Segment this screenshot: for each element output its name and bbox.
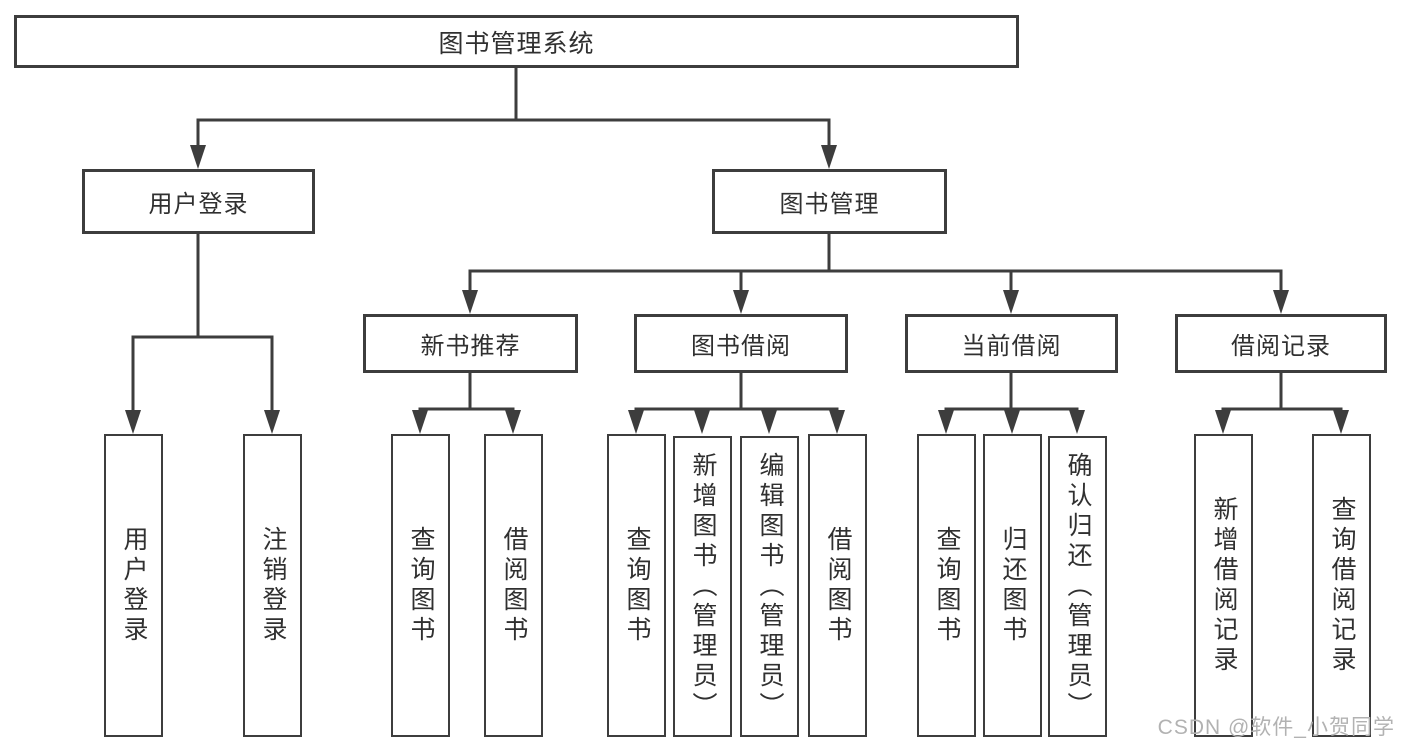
arrowhead-icon [694, 410, 710, 434]
arrowhead-icon [1004, 410, 1020, 434]
node-current-borrow-label: 当前借阅 [961, 333, 1062, 360]
leaf-label: 查询图书 [623, 525, 651, 646]
node-user-login-label: 用户登录 [148, 191, 249, 218]
arrowhead-icon [125, 410, 141, 434]
leaf-new-books-query: 查询图书 [391, 434, 450, 737]
leaf-records-add: 新增借阅记录 [1194, 434, 1253, 737]
arrowhead-icon [412, 410, 428, 434]
node-borrow-records-label: 借阅记录 [1231, 333, 1331, 360]
arrowhead-icon [1215, 410, 1231, 434]
node-current-borrow: 当前借阅 [905, 314, 1118, 373]
leaf-label: 新增借阅记录 [1210, 495, 1238, 676]
leaf-logout: 注销登录 [243, 434, 302, 737]
connector-new-books-children [412, 371, 521, 434]
leaf-user-login: 用户登录 [104, 434, 163, 737]
leaf-label: 新增图书（管理员） [689, 451, 717, 722]
leaf-label: 归还图书 [999, 525, 1027, 646]
arrowhead-icon [829, 410, 845, 434]
leaf-label: 查询借阅记录 [1328, 495, 1356, 676]
leaf-label: 查询图书 [407, 525, 435, 646]
leaf-current-return: 归还图书 [983, 434, 1042, 737]
arrowhead-icon [264, 410, 280, 434]
node-book-mgmt-label: 图书管理 [779, 191, 880, 218]
arrowhead-icon [1069, 410, 1085, 434]
leaf-borrow-edit: 编辑图书（管理员） [740, 436, 799, 737]
leaf-new-books-borrow: 借阅图书 [484, 434, 543, 737]
node-book-borrow-label: 图书借阅 [691, 333, 791, 360]
arrowhead-icon [505, 410, 521, 434]
leaf-label: 借阅图书 [500, 525, 528, 646]
leaf-records-query: 查询借阅记录 [1312, 434, 1371, 737]
arrowhead-icon [190, 145, 206, 169]
leaf-label: 注销登录 [259, 525, 287, 646]
leaf-borrow-query: 查询图书 [607, 434, 666, 737]
node-borrow-records: 借阅记录 [1175, 314, 1387, 373]
arrowhead-icon [733, 290, 749, 314]
leaf-borrow-add: 新增图书（管理员） [673, 436, 732, 737]
leaf-label: 用户登录 [120, 525, 148, 646]
arrowhead-icon [1333, 410, 1349, 434]
arrowhead-icon [938, 410, 954, 434]
leaf-borrow-borrow: 借阅图书 [808, 434, 867, 737]
node-root-label: 图书管理系统 [438, 29, 595, 58]
node-book-mgmt: 图书管理 [712, 169, 947, 234]
connector-current-borrow-children [938, 371, 1085, 434]
arrowhead-icon [821, 145, 837, 169]
connector-book-borrow-children [628, 371, 845, 434]
connector-borrow-records-children [1215, 371, 1349, 434]
arrowhead-icon [761, 410, 777, 434]
leaf-label: 查询图书 [933, 525, 961, 646]
node-new-books-label: 新书推荐 [420, 333, 521, 360]
node-book-borrow: 图书借阅 [634, 314, 848, 373]
leaf-label: 确认归还（管理员） [1064, 451, 1092, 722]
connector-root-to-level2 [190, 65, 837, 169]
connector-user-login-children [125, 232, 280, 434]
leaf-label: 编辑图书（管理员） [756, 451, 784, 722]
arrowhead-icon [462, 290, 478, 314]
node-user-login: 用户登录 [82, 169, 315, 234]
node-root: 图书管理系统 [14, 15, 1019, 68]
leaf-current-confirm: 确认归还（管理员） [1048, 436, 1107, 737]
arrowhead-icon [1003, 290, 1019, 314]
connector-book-mgmt-to-level3 [462, 232, 1289, 314]
node-new-books: 新书推荐 [363, 314, 578, 373]
arrowhead-icon [1273, 290, 1289, 314]
leaf-label: 借阅图书 [824, 525, 852, 646]
arrowhead-icon [628, 410, 644, 434]
watermark: CSDN @软件_小贺同学 [1157, 716, 1395, 739]
leaf-current-query: 查询图书 [917, 434, 976, 737]
